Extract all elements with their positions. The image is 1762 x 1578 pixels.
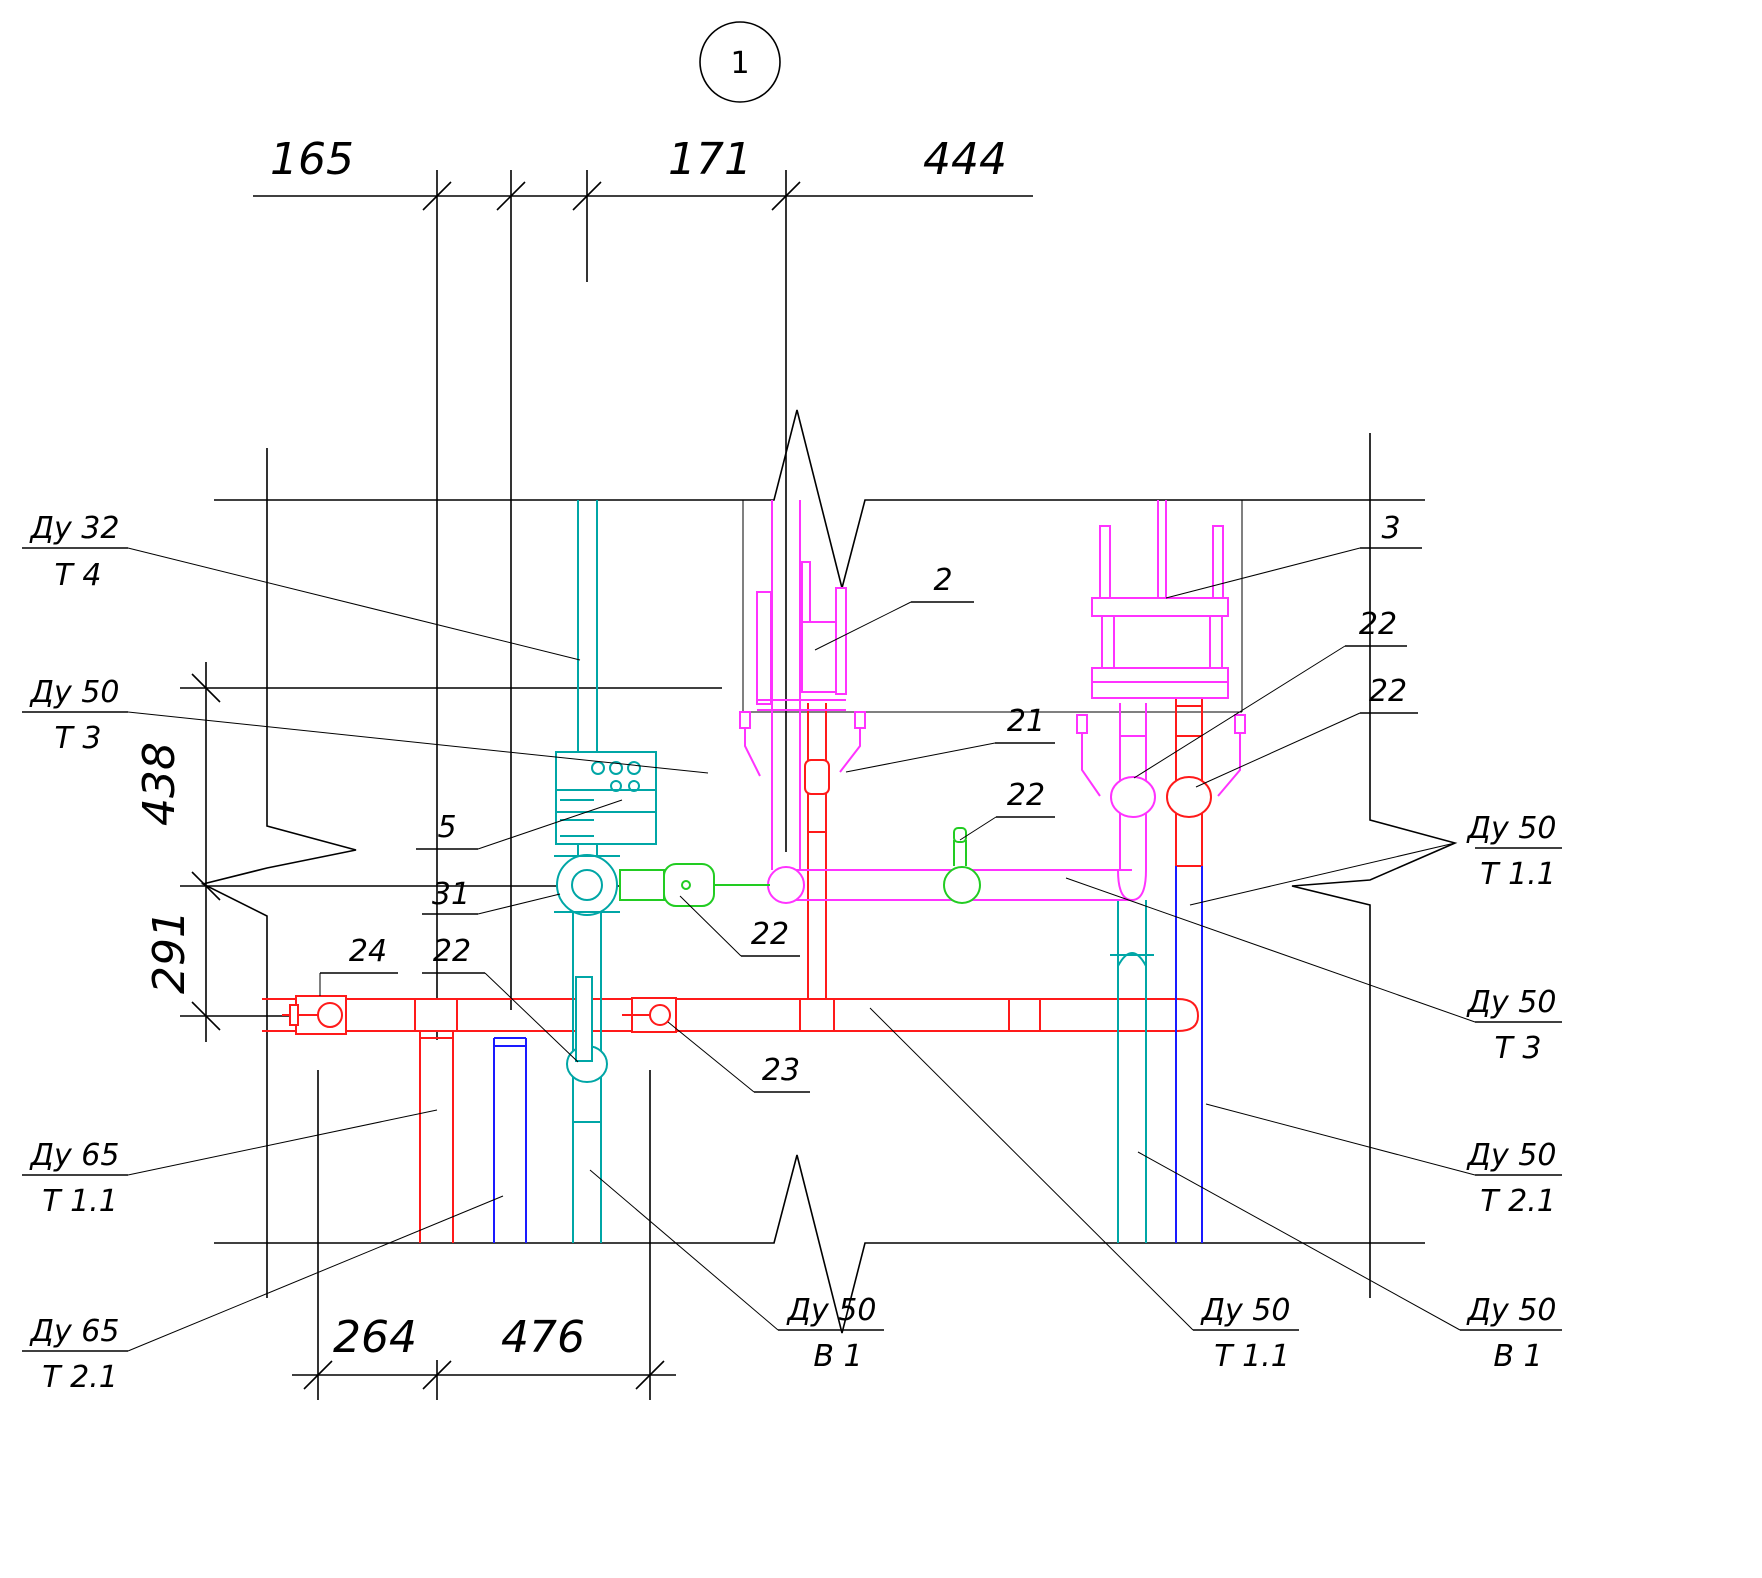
leader-left-4-line: Т 2.1 [42,1360,118,1395]
item-22-d: 22 [751,917,789,952]
leader-labels-right: Ду 50 Т 1.1 Ду 50 Т 3 Ду 50 Т 2.1 Ду 50 … [1466,811,1557,1374]
leader-left-4-size: Ду 65 [29,1314,120,1349]
dim-left-1: 438 [134,742,185,826]
valve-line-green [619,827,981,907]
item-24: 24 [349,934,387,969]
leader-right-4-line: В 1 [1493,1339,1542,1374]
bottom-dimension-chain: 264 476 [292,1070,676,1400]
leader-right-3-line: Т 2.1 [1480,1184,1556,1219]
item-numbers: 2 3 21 22 22 22 22 22 5 31 24 23 [349,511,1407,1088]
leader-bottom-1-size: Ду 50 [786,1293,877,1328]
leader-labels-left: Ду 32 Т 4 Ду 50 Т 3 Ду 65 Т 1.1 Ду 65 Т … [29,511,120,1395]
leader-right-2-line: Т 3 [1495,1031,1542,1066]
item-22-b: 22 [1369,674,1407,709]
leader-left-2-size: Ду 50 [29,675,120,710]
item-21: 21 [1007,704,1045,739]
leader-right-1-line: Т 1.1 [1480,857,1556,892]
valve-23 [622,997,677,1033]
equipment-2 [739,561,866,777]
leader-labels-bottom: Ду 50 В 1 Ду 50 Т 1.1 [786,1293,1291,1374]
dim-top-2: 171 [668,134,752,185]
item-5: 5 [437,810,456,845]
leader-right-3-size: Ду 50 [1466,1138,1557,1173]
leader-right-1-size: Ду 50 [1466,811,1557,846]
leader-right-4-size: Ду 50 [1466,1293,1557,1328]
dim-top-1: 165 [270,134,354,185]
leader-bottom-1-line: В 1 [813,1339,862,1374]
leader-left-2-line: Т 3 [55,721,102,756]
break-lines [200,409,1458,1334]
item-2: 2 [933,563,952,598]
leader-bottom-2-line: Т 1.1 [1214,1339,1290,1374]
leader-left-3-line: Т 1.1 [42,1184,118,1219]
item-22-c: 22 [1007,778,1045,813]
leader-left-3-size: Ду 65 [29,1138,120,1173]
view-marker: 1 [699,21,781,103]
dim-top-3: 444 [923,134,1007,185]
dim-bottom-2: 476 [501,1312,585,1363]
valve-24 [282,995,347,1035]
dim-left-2: 291 [144,910,195,994]
item-31: 31 [432,877,470,912]
leader-left-1-line: Т 4 [55,558,102,593]
pipe-t2-1 [493,866,1203,1243]
item-3: 3 [1381,511,1400,546]
leader-bottom-2-size: Ду 50 [1200,1293,1291,1328]
equipment-3 [1076,525,1246,797]
top-dimension-chain: 165 171 444 [253,134,1033,1040]
dim-bottom-1: 264 [333,1312,417,1363]
pipe-t1-1 [262,695,1212,1243]
left-dimension-chain: 438 291 [134,662,722,1042]
view-marker-number: 1 [730,46,749,81]
item-22-e: 22 [433,934,471,969]
pipe-t4-b1 [566,500,1154,1243]
leader-lines [22,547,1562,1352]
item-22-a: 22 [1359,607,1397,642]
leader-right-2-size: Ду 50 [1466,985,1557,1020]
equipment-5 [554,751,657,916]
pipe-t3 [767,500,1167,904]
leader-left-1-size: Ду 32 [29,511,120,546]
item-23: 23 [762,1053,800,1088]
